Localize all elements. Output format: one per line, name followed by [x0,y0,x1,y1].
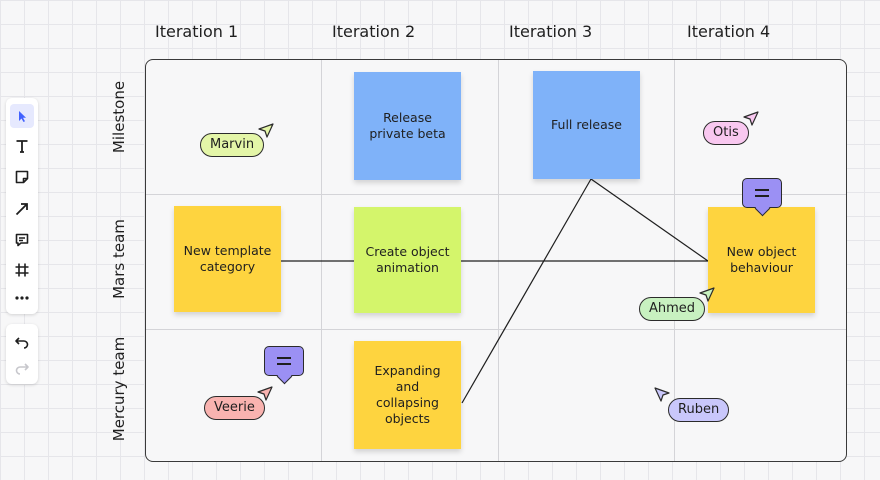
comment-icon[interactable] [10,228,34,252]
column-header-iteration-4: Iteration 4 [687,22,771,41]
cursor-pointer-icon [699,287,715,302]
cursor-pointer-icon [654,387,670,402]
comment-bubble-icon[interactable] [264,346,304,376]
grid-divider [498,60,499,461]
row-label-mars-team: Mars team [110,219,128,299]
cursor-label-veerie: Veerie [204,396,265,420]
history-toolbar [6,324,38,384]
row-label-mercury-team: Mercury team [110,336,128,442]
creation-toolbar [6,98,38,314]
cursor-label-ahmed: Ahmed [639,297,706,321]
arrow-line-icon[interactable] [10,197,34,221]
sticky-note-create-object-animation[interactable]: Create object animation [354,207,461,313]
undo-icon[interactable] [10,330,34,354]
column-header-iteration-3: Iteration 3 [509,22,593,41]
cursor-pointer-icon [258,123,274,138]
cursor-label-marvin: Marvin [200,133,265,157]
sticky-note-icon[interactable] [10,165,34,189]
sticky-note-full-release[interactable]: Full release [533,71,640,179]
row-label-milestone: Milestone [110,80,128,154]
grid-divider [321,60,322,461]
sticky-note-new-template-category[interactable]: New template category [174,206,281,312]
redo-icon[interactable] [10,356,34,380]
frame-icon[interactable] [10,258,34,282]
comment-bubble-icon[interactable] [742,178,782,208]
cursor-label-ruben: Ruben [668,398,730,422]
sticky-note-expanding-collapsing-objects[interactable]: Expanding and collapsing objects [354,341,461,449]
grid-divider [146,329,846,330]
cursor-pointer-icon [743,111,759,126]
sticky-note-new-object-behaviour[interactable]: New object behaviour [708,207,815,313]
more-icon[interactable] [10,286,34,310]
select-cursor-icon[interactable] [10,104,34,128]
cursor-pointer-icon [257,386,273,401]
text-icon[interactable] [10,134,34,158]
sticky-note-release-private-beta[interactable]: Release private beta [354,72,461,180]
column-header-iteration-2: Iteration 2 [332,22,416,41]
column-header-iteration-1: Iteration 1 [155,22,239,41]
cursor-label-otis: Otis [703,121,749,145]
grid-divider [146,194,846,195]
